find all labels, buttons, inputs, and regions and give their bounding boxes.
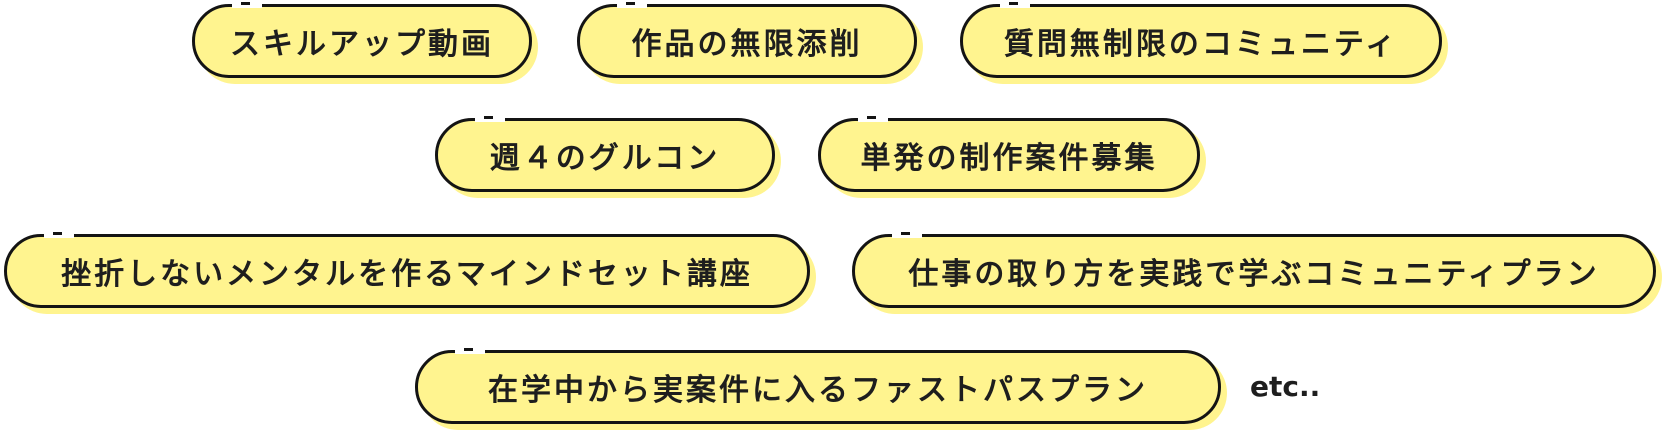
- dash-decoration: [858, 114, 888, 122]
- feature-tag: 在学中から実案件に入るファストパスプラン: [415, 346, 1227, 430]
- feature-tag-label: 仕事の取り方を実践で学ぶコミュニティプラン: [908, 257, 1600, 292]
- feature-tag: スキルアップ動画: [192, 0, 538, 84]
- feature-tag-label: スキルアップ動画: [230, 27, 494, 62]
- feature-tag: 挫折しないメンタルを作るマインドセット講座: [4, 230, 816, 314]
- feature-tag-label: 週４のグルコン: [489, 141, 721, 176]
- dash-decoration: [455, 346, 485, 354]
- feature-tag: 週４のグルコン: [435, 114, 781, 198]
- feature-tag: 質問無制限のコミュニティ: [960, 0, 1448, 84]
- feature-tag: 仕事の取り方を実践で学ぶコミュニティプラン: [852, 230, 1662, 314]
- dash-decoration: [232, 0, 262, 8]
- feature-tag: 作品の無限添削: [577, 0, 923, 84]
- feature-tag-label: 単発の制作案件募集: [860, 141, 1158, 176]
- feature-tag-label: 質問無制限のコミュニティ: [1003, 27, 1399, 62]
- dash-decoration: [617, 0, 647, 8]
- feature-tag: 単発の制作案件募集: [818, 114, 1206, 198]
- dash-decoration: [1000, 0, 1030, 8]
- dash-decoration: [44, 230, 74, 238]
- feature-tag-label: 挫折しないメンタルを作るマインドセット講座: [61, 257, 753, 292]
- dash-decoration: [475, 114, 505, 122]
- feature-tag-label: 在学中から実案件に入るファストパスプラン: [488, 373, 1148, 408]
- dash-decoration: [892, 230, 922, 238]
- feature-tag-label: 作品の無限添削: [631, 27, 863, 62]
- etc-text: etc..: [1250, 370, 1321, 403]
